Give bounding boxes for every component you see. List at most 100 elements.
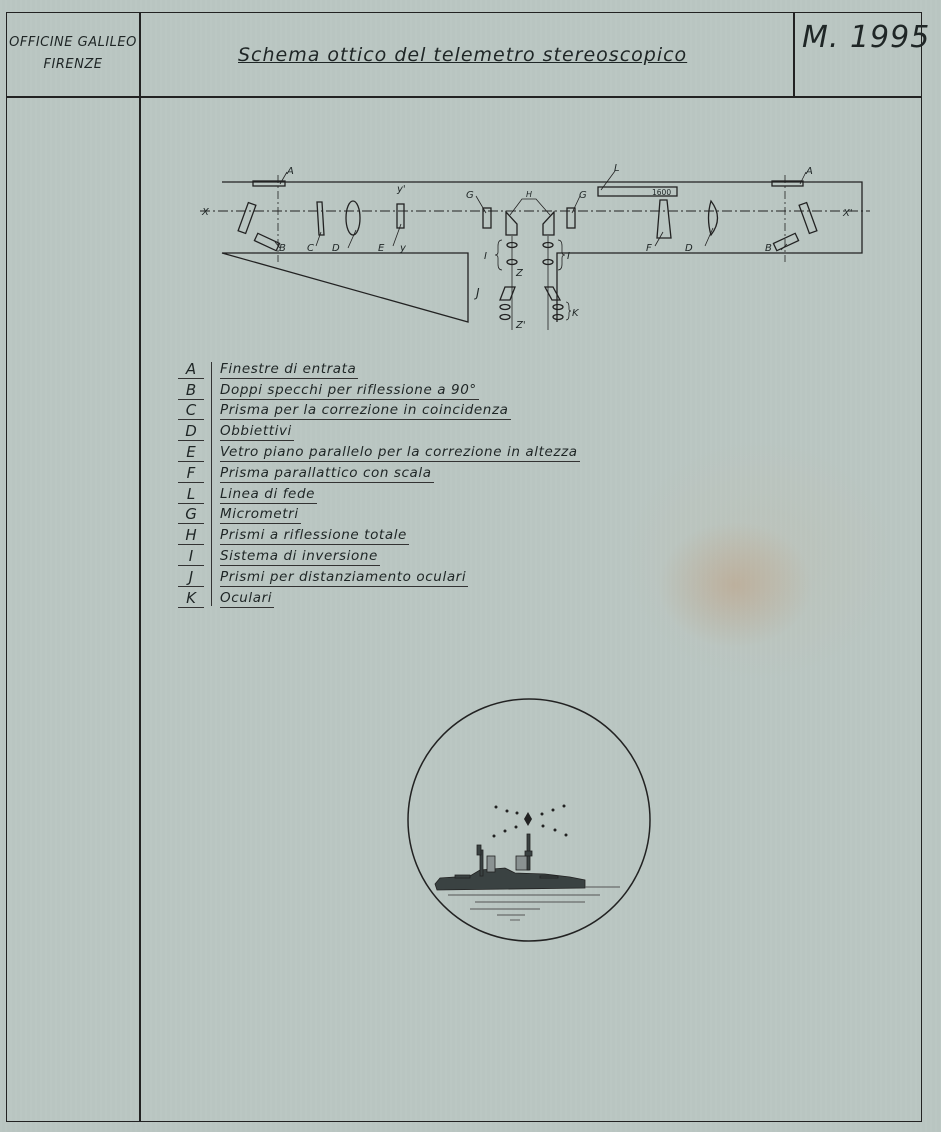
label-a-right: A [805,166,813,177]
prism-h-left [505,210,518,236]
battleship-silhouette [434,833,586,891]
legend-row: K Oculari [178,587,580,608]
legend-letter: F [178,464,204,483]
reticle-marks [492,804,568,838]
legend-letter: G [178,505,204,525]
mirror-b-left-1 [237,201,257,235]
legend: A Finestre di entrata B Doppi specchi per … [178,358,580,608]
label-j: J [474,286,480,300]
reticle-center-diamond [524,812,532,826]
water-lines [448,886,620,921]
legend-letter: E [178,443,204,462]
inversion-lens [542,258,554,266]
label-a-left: A [286,166,294,177]
legend-letter: I [178,547,204,566]
legend-row: I Sistema di inversione [178,545,580,566]
objective-d-right [707,199,719,237]
legend-row: H Prismi a riflessione totale [178,524,580,546]
legend-letter: D [178,422,204,442]
eyepiece-view-circle [407,698,651,942]
label-g-right: G [579,190,587,201]
brace-i-left [494,239,503,271]
label-z: Z [515,268,524,279]
label-h: H [526,190,532,199]
label-f: F [646,243,652,254]
label-c: C [307,243,314,254]
legend-letter: B [178,381,204,400]
company-block: OFFICINE GALILEO FIRENZE [8,32,138,76]
legend-row: A Finestre di entrata [178,358,580,379]
mirror-b-right-1 [798,201,818,235]
legend-description: Doppi specchi per riflessione a 90° [220,381,479,400]
label-x-prime: X' [842,208,853,219]
entrance-window-left [252,180,286,187]
company-name: OFFICINE GALILEO [9,35,137,50]
header-divider [6,96,921,98]
eyepiece-lens [552,303,564,311]
legend-letter: C [178,401,204,421]
legend-letter: K [178,589,204,608]
entrance-window-right [771,180,804,187]
legend-description: Prismi a riflessione totale [220,527,409,546]
label-b-left: B [279,243,286,254]
label-d-right: D [685,243,693,254]
legend-letter: J [178,568,204,587]
drawing-title: Schema ottico del telemetro stereoscopic… [238,44,688,66]
label-e: E [378,243,385,254]
label-d-left: D [332,243,340,254]
prism-j [499,286,516,301]
label-g-left: G [466,190,474,201]
legend-row: B Doppi specchi per riflessione a 90° [178,379,580,400]
inversion-lens [506,241,518,249]
label-x: X [201,207,210,218]
rangefinder-housing [221,181,863,323]
eyepiece-lens [499,313,511,321]
label-y: y [399,243,407,254]
legend-row: L Linea di fede [178,483,580,504]
eyepiece-lens [552,313,564,321]
legend-letter: A [178,360,204,379]
legend-description: Vetro piano parallelo per la correzione … [220,443,580,462]
label-k: K [572,308,580,319]
label-i-left: I [484,251,487,262]
legend-row: J Prismi per distanziamento oculari [178,566,580,587]
company-city: FIRENZE [43,57,103,72]
sheet-border [6,12,922,1122]
legend-description: Prismi per distanziamento oculari [220,568,469,587]
model-box-divider [793,12,795,97]
label-z-prime: Z' [515,320,526,331]
legend-description: Prisma parallattico con scala [220,464,434,483]
micrometer-g-right [566,207,576,229]
legend-description: Micrometri [220,506,301,525]
mirror-b-left-2 [253,232,281,252]
legend-description: Sistema di inversione [220,547,380,566]
legend-row: D Obbiettivi [178,420,580,442]
legend-row: C Prisma per la correzione in coincidenza [178,400,580,421]
legend-description: Oculari [220,589,275,608]
legend-description: Finestre di entrata [220,360,359,379]
leader-h [509,198,551,216]
prism-c [316,201,325,236]
label-b-right: B [765,243,772,254]
scale-value: 1600 [652,188,671,197]
prism-h-right [542,210,555,236]
legend-letter: L [178,485,204,504]
brace-i-right [557,239,566,271]
mirror-b-right-2 [772,232,800,252]
left-margin-divider [139,12,141,1122]
legend-description: Prisma per la correzione in coincidenza [220,402,511,421]
legend-row: E Vetro piano parallelo per la correzione… [178,441,580,462]
legend-letter: H [178,526,204,546]
objective-d-left [345,200,361,236]
glass-e [396,203,405,229]
legend-description: Obbiettivi [220,423,294,442]
eyepiece-lens [499,303,511,311]
reticle-line-l [597,186,678,197]
inversion-lens [542,241,554,249]
legend-row: F Prisma parallattico con scala [178,462,580,483]
micrometer-g-left [482,207,492,229]
brace-k [565,301,572,321]
legend-description: Linea di fede [220,485,318,504]
